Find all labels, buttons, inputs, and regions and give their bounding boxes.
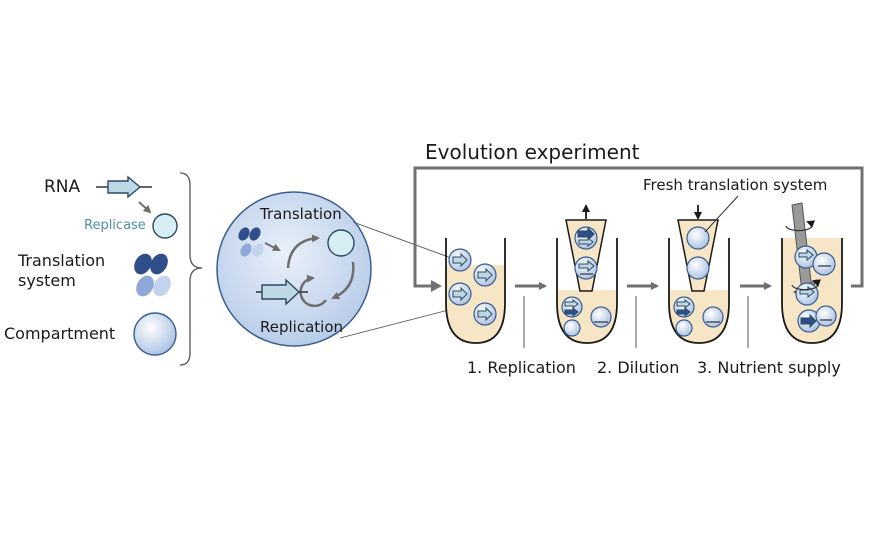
step-1-label: 1. Replication: [467, 358, 576, 377]
tube-3-compartments: [673, 296, 724, 337]
zoom-line-top: [352, 221, 463, 263]
cell-arrow-top: [286, 234, 320, 269]
rotation-arrow-bottom: [791, 279, 822, 291]
tube-2-compartments: [561, 296, 612, 337]
feedback-loop-arrowhead: [431, 280, 442, 292]
zoom-line-bottom: [339, 305, 465, 339]
cell-translation-system: [238, 227, 264, 257]
legend-brace: [179, 172, 203, 366]
cell-translation-label: Translation: [260, 205, 342, 223]
cell-arrow-right: [331, 261, 355, 300]
feedback-loop-line: [413, 166, 864, 288]
tube-1-compartments: [448, 248, 497, 326]
legend-replicase-label: Replicase: [84, 218, 146, 233]
cell-replicase: [327, 229, 355, 257]
tube-2: [556, 204, 618, 344]
cell-rna-gene: [256, 278, 308, 306]
step-3-label: 3. Nutrient supply: [697, 358, 841, 377]
tube-4: [781, 202, 843, 344]
legend-rna-gene: [96, 175, 152, 199]
compartment-icon: [133, 312, 177, 356]
cell-replication-label: Replication: [260, 318, 344, 336]
legend-compartment-label: Compartment: [4, 324, 116, 343]
tube-3: [668, 195, 739, 344]
rna-to-replicase-arrow: [138, 201, 152, 214]
tube-1: [445, 238, 506, 344]
fresh-translation-system-label: Fresh translation system: [643, 176, 828, 194]
legend-rna-label: RNA: [44, 177, 81, 197]
cell-arrow-loop: [299, 274, 328, 308]
fresh-system-pointer: [704, 195, 739, 233]
step-2-label: 2. Dilution: [597, 358, 680, 377]
cell-arrow-small: [264, 242, 281, 251]
replicase-icon: [152, 213, 178, 239]
translation-system-icon: [134, 253, 171, 297]
rotation-arrow-top: [785, 220, 816, 232]
legend-translation-system-label: Translation system: [18, 251, 106, 290]
diagram-title: Evolution experiment: [425, 140, 640, 164]
